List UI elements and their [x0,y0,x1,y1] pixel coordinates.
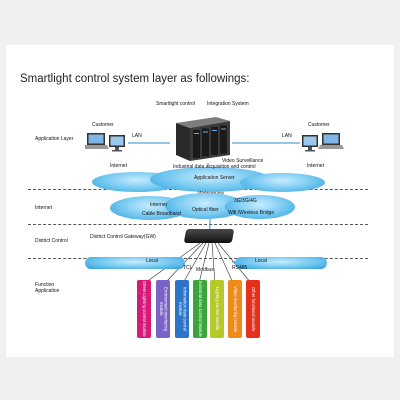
left-lan-label: LAN [132,133,142,139]
network-optical-label: Optical fiber [192,207,219,213]
module-street-lighting: Street Lighting control module [137,280,151,338]
protocol-label-tcl: TCL [183,265,193,271]
module-other-functional: Other functional module [246,280,260,338]
server-rack-icon [176,117,230,161]
layer-label-district: District Control [35,238,68,244]
video-surveillance-label: Video Surveillance [222,158,264,164]
module-information-data: Information data control module [175,280,189,338]
server-label-smartlight: Smartlight control [156,101,195,107]
network-mobile-label: 3G/3G/4G [234,198,257,204]
diagram-title: Smartlight control system layer as follo… [20,73,250,85]
left-client-computers-icon [85,133,125,152]
protocol-label-rs485: RS485 [232,265,248,271]
right-client-computers-icon [302,133,344,152]
local-bus-right [235,257,327,269]
module-lighting-control: Lighting control module [210,280,224,338]
layer-label-application: Application Layer [35,136,74,142]
server-label-integration: Integration System [207,101,249,107]
layer-label-function-line2: Application [35,287,60,294]
right-internet-label: Internet [307,163,324,169]
local-bus-left [85,257,185,269]
local-label-right: Local [255,258,267,264]
module-environment: Environment monitoring module [156,280,170,338]
module-video-monitoring: Video monitoring module [228,280,242,338]
cloud-shape [240,173,325,192]
layer-label-function-line1: Function [35,282,55,288]
cloud-shape [225,195,295,219]
gateway-device-icon [183,229,235,243]
network-cable-label: Cable Broadband [142,211,181,217]
layer-separator [28,258,368,259]
application-server-label: Application Server [194,175,235,181]
local-label-left: Local [146,258,158,264]
layer-label-internet: Internet [35,205,52,211]
protocol-label-modbus: Modbus [196,267,214,273]
industrial-data-label: Industrial data acquisition and control [173,164,256,170]
right-customer-label: Customer [308,122,330,128]
network-wifi-label: Wifi /Wireless Bridge [228,210,275,216]
module-industrial-data: Industrial data Control Module [193,280,207,338]
right-lan-label: LAN [282,133,292,139]
left-internet-label: Internet [110,163,127,169]
network-internet-label: Internet [150,202,167,208]
left-customer-label: Customer [92,122,114,128]
layer-separator [28,224,368,225]
layer-label-function: Function Application [35,282,60,294]
gateway-label: District Control Gateway(GW) [90,234,156,240]
